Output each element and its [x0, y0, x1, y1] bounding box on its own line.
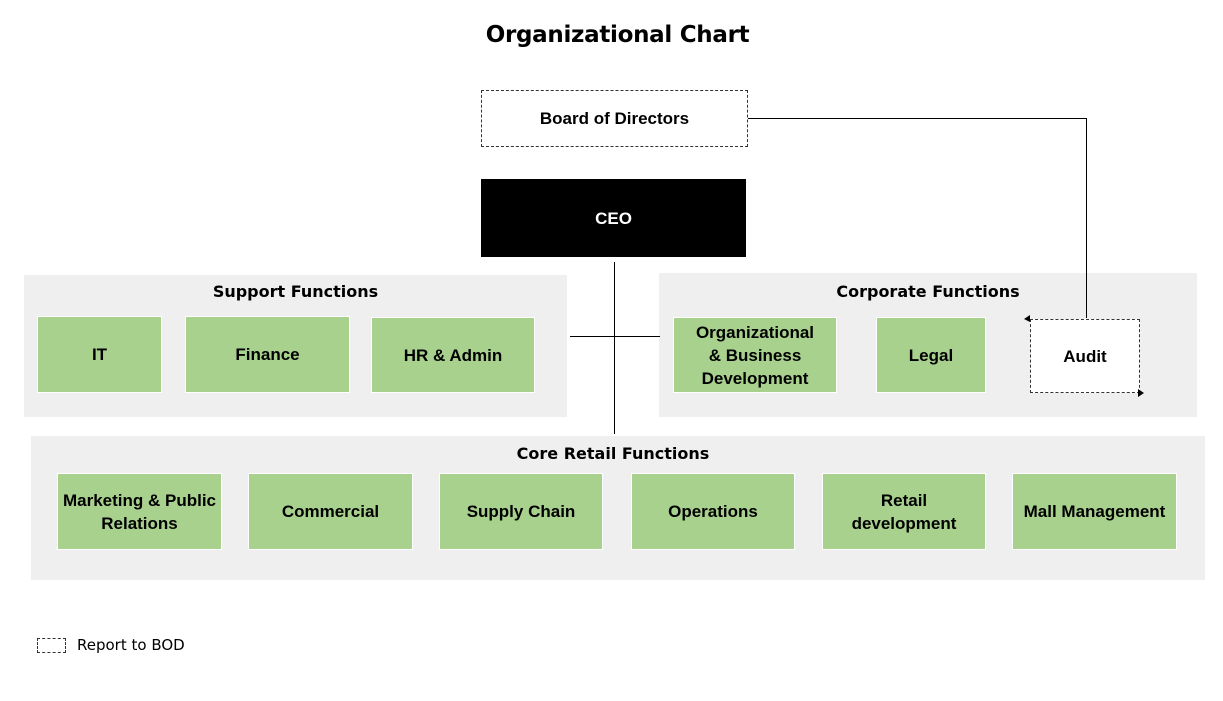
core-retail-functions-title: Core Retail Functions — [516, 444, 710, 463]
chart-title: Organizational Chart — [485, 22, 750, 48]
board-horizontal-connector — [748, 118, 1087, 119]
corporate-box-label: Audit — [1063, 346, 1107, 366]
core-box-operations[interactable]: Operations — [631, 473, 795, 550]
audit-corner-arrow-icon — [1024, 315, 1030, 322]
support-box-hr-admin[interactable]: HR & Admin — [371, 317, 535, 393]
board-audit-vertical-connector — [1086, 118, 1087, 318]
core-retail-functions-panel: Core Retail Functions — [31, 436, 1205, 580]
legend-dashed-swatch — [37, 638, 66, 653]
core-box-mall-management[interactable]: Mall Management — [1012, 473, 1177, 550]
support-box-label: IT — [91, 345, 108, 364]
core-box-label: Retail development — [851, 490, 957, 533]
core-box-label: Operations — [668, 502, 758, 521]
support-box-finance[interactable]: Finance — [185, 316, 350, 393]
ceo-label: CEO — [595, 208, 632, 228]
corporate-box-label: Legal — [908, 345, 954, 365]
core-box-label: Supply Chain — [466, 502, 576, 521]
board-of-directors-box[interactable]: Board of Directors — [481, 90, 748, 147]
corporate-box-legal[interactable]: Legal — [876, 317, 986, 393]
corporate-box-audit[interactable]: Audit — [1030, 319, 1140, 393]
ceo-box[interactable]: CEO — [481, 179, 746, 257]
core-box-supply-chain[interactable]: Supply Chain — [439, 473, 603, 550]
legend-label: Report to BOD — [77, 636, 185, 654]
core-box-commercial[interactable]: Commercial — [248, 473, 413, 550]
ceo-vertical-connector — [614, 262, 615, 434]
support-functions-title: Support Functions — [212, 282, 379, 301]
corporate-box-label: Organizational & Business Development — [695, 322, 815, 388]
core-box-label: Marketing & Public Relations — [62, 490, 217, 533]
corporate-functions-title: Corporate Functions — [836, 282, 1020, 301]
functions-horizontal-connector — [570, 336, 660, 337]
board-of-directors-label: Board of Directors — [539, 109, 690, 128]
audit-corner-arrow-icon — [1138, 389, 1144, 397]
support-box-it[interactable]: IT — [37, 316, 162, 393]
core-box-label: Commercial — [281, 502, 380, 521]
corporate-box-org-development[interactable]: Organizational & Business Development — [673, 317, 837, 393]
core-box-label: Mall Management — [1023, 502, 1166, 521]
core-box-marketing[interactable]: Marketing & Public Relations — [57, 473, 222, 550]
support-box-label: Finance — [235, 345, 300, 364]
support-box-label: HR & Admin — [403, 345, 503, 365]
core-box-retail-development[interactable]: Retail development — [822, 473, 986, 550]
